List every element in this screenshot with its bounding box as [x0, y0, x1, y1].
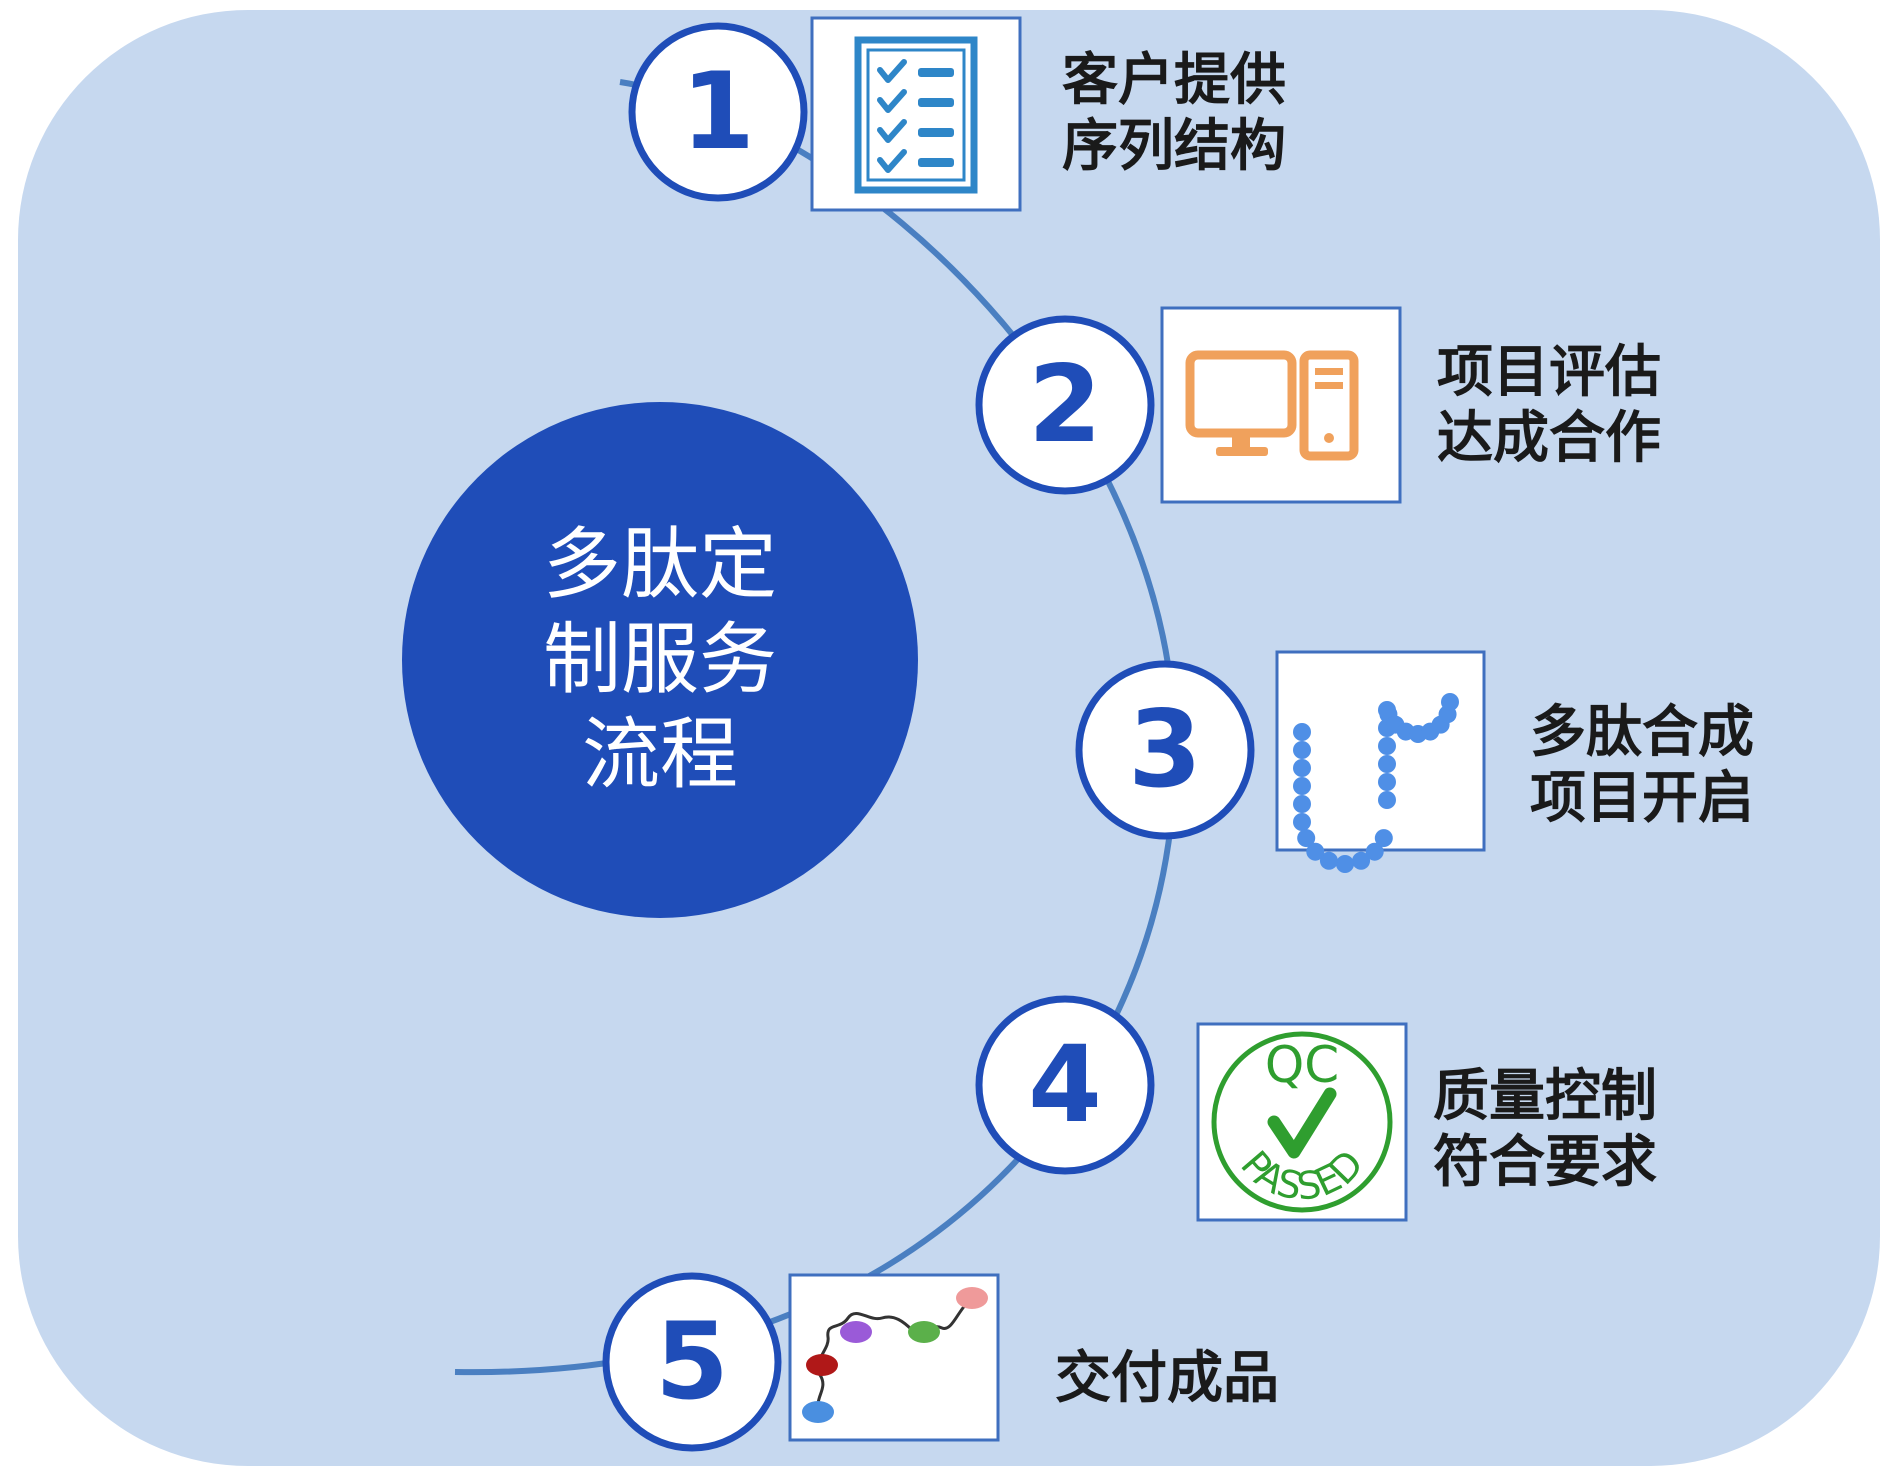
step-circle-5 [602, 1272, 782, 1452]
peptide-bead [1378, 737, 1396, 755]
peptide-bead [1319, 851, 1338, 870]
peptide-product-icon [802, 1287, 988, 1423]
step-label-2: 项目评估 达成合作 [1437, 340, 1661, 472]
peptide-bead [1297, 829, 1316, 848]
peptide-bead [1293, 813, 1311, 831]
step-label-1: 客户提供 序列结构 [1062, 48, 1286, 180]
peptide-bead [1306, 842, 1325, 861]
peptide-bead [1293, 759, 1311, 777]
panel-background [18, 10, 1880, 1466]
step-label-3: 多肽合成 项目开启 [1530, 700, 1754, 832]
peptide-bead [1374, 829, 1393, 848]
peptide-bead [1378, 755, 1396, 773]
step-label-line: 质量控制 [1433, 1064, 1657, 1129]
qc-card: QC PASSED [1196, 1022, 1408, 1222]
step-label-line: 达成合作 [1437, 406, 1661, 471]
peptide-bead [1293, 777, 1311, 795]
peptide-bead [1293, 741, 1311, 759]
peptide-chain-icon [1293, 693, 1459, 873]
peptide-bead [1441, 693, 1459, 711]
peptide-bead [1352, 851, 1371, 870]
checklist-card [810, 16, 1022, 212]
step-label-line: 多肽合成 [1530, 700, 1754, 765]
step-label-line: 符合要求 [1433, 1130, 1657, 1195]
step-circle-2 [975, 315, 1155, 495]
peptide-bead [1293, 795, 1311, 813]
qc-passed-stamp-icon: QC PASSED [1211, 1031, 1393, 1213]
computer-card [1160, 306, 1402, 504]
step-label-line: 序列结构 [1062, 114, 1286, 179]
step-label-line: 交付成品 [1055, 1346, 1279, 1411]
peptide-product-card [788, 1273, 1000, 1442]
peptide-bead [1378, 773, 1396, 791]
peptide-chain-card [1275, 650, 1486, 873]
computer-icon [1185, 350, 1359, 461]
step-circle-3 [1075, 660, 1255, 840]
step-label-line: 客户提供 [1062, 48, 1286, 113]
step-circle-1 [628, 22, 808, 202]
step-label-5: 交付成品 [1055, 1346, 1279, 1412]
peptide-bead [1336, 855, 1354, 873]
step-label-line: 项目评估 [1437, 340, 1661, 405]
peptide-bead [1365, 842, 1384, 861]
center-circle [402, 402, 918, 918]
step-label-4: 质量控制 符合要求 [1433, 1064, 1657, 1196]
qc-stamp-top-text: QC [1265, 1036, 1339, 1094]
peptide-bead [1293, 723, 1311, 741]
step-circle-4 [975, 995, 1155, 1175]
checklist-icon [854, 36, 978, 194]
peptide-bead [1378, 791, 1396, 809]
step-label-line: 项目开启 [1530, 766, 1754, 831]
